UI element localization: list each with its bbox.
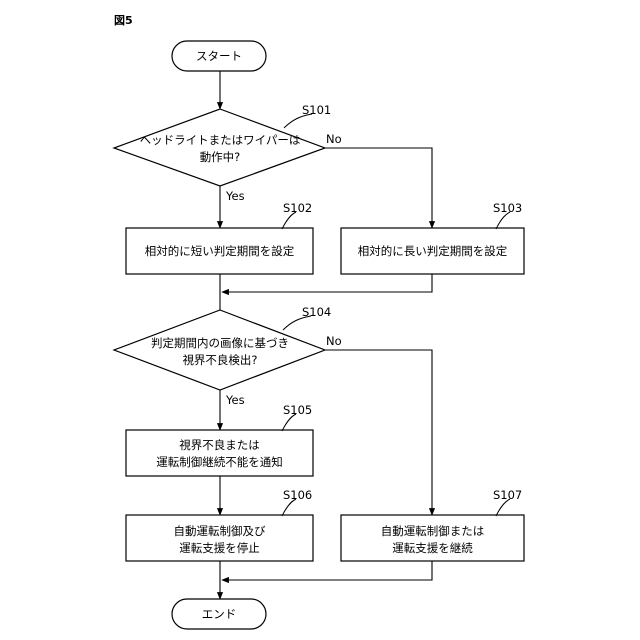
- arrow-s107-merge: [222, 561, 432, 580]
- s101-text-line2: 動作中?: [200, 150, 241, 164]
- end-label: エンド: [202, 607, 237, 621]
- s106-text-line2: 運転支援を停止: [179, 541, 260, 555]
- s103-process: 相対的に長い判定期間を設定: [341, 228, 524, 274]
- s104-step-id: S104: [302, 305, 331, 319]
- arrow-s103-merge: [222, 274, 432, 292]
- s101-text-line1: ヘッドライトまたはワイパーは: [140, 133, 301, 147]
- arrow-s104-no-to-s107: [325, 350, 432, 515]
- s107-step-id: S107: [493, 488, 522, 502]
- s103-text: 相対的に長い判定期間を設定: [358, 244, 508, 258]
- s103-step-id: S103: [493, 201, 522, 215]
- s106-step-id: S106: [283, 488, 312, 502]
- s104-text-line1: 判定期間内の画像に基づき: [151, 336, 289, 350]
- s102-text: 相対的に短い判定期間を設定: [145, 244, 295, 258]
- s102-process: 相対的に短い判定期間を設定: [126, 228, 313, 274]
- figure-label: 図5: [114, 13, 133, 27]
- s105-process: 視界不良または 運転制御継続不能を通知: [126, 430, 313, 476]
- s101-step-id: S101: [302, 103, 331, 117]
- s102-step-id: S102: [283, 201, 312, 215]
- start-terminal: スタート: [172, 41, 266, 71]
- s106-text-line1: 自動運転制御及び: [174, 524, 266, 538]
- yes-label-s104: Yes: [225, 393, 245, 407]
- s107-text-line1: 自動運転制御または: [381, 524, 485, 538]
- yes-label-s101: Yes: [225, 189, 245, 203]
- s104-text-line2: 視界不良検出?: [182, 353, 257, 367]
- s105-text-line2: 運転制御継続不能を通知: [156, 455, 283, 469]
- end-terminal: エンド: [172, 599, 266, 629]
- no-label-s101: No: [326, 132, 342, 146]
- s106-process: 自動運転制御及び 運転支援を停止: [126, 515, 313, 561]
- no-label-s104: No: [326, 334, 342, 348]
- start-label: スタート: [196, 49, 242, 63]
- arrow-s101-no-to-s103: [325, 148, 432, 228]
- s107-process: 自動運転制御または 運転支援を継続: [341, 515, 524, 561]
- s105-step-id: S105: [283, 403, 312, 417]
- s105-text-line1: 視界不良または: [179, 438, 260, 452]
- s107-text-line2: 運転支援を継続: [392, 541, 473, 555]
